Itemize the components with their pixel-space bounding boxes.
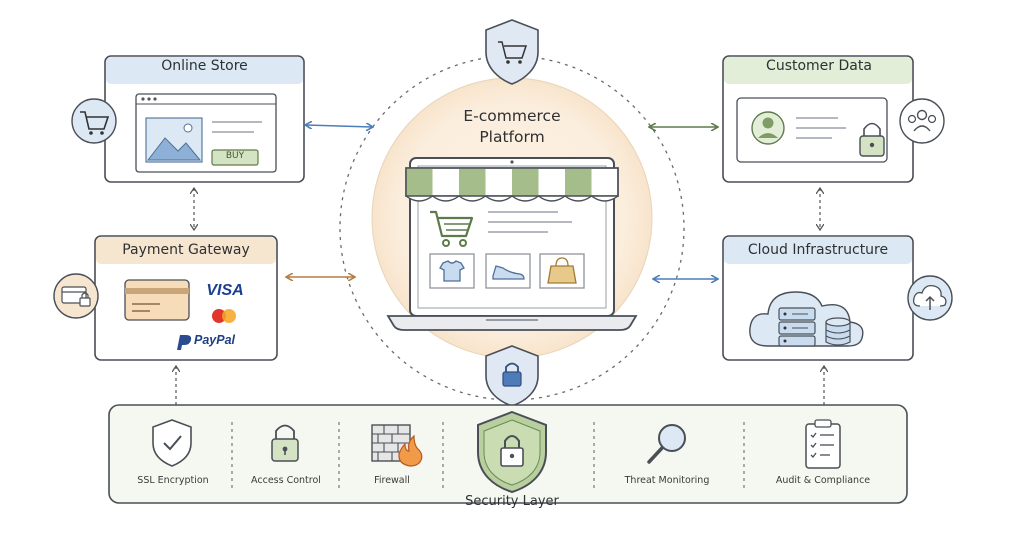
secure-payment-badge-icon bbox=[53, 273, 99, 319]
cloud-infrastructure-title: Cloud Infrastructure bbox=[747, 242, 889, 258]
product-card-shoe bbox=[485, 253, 531, 289]
clipboard-checklist-icon bbox=[805, 419, 841, 469]
audit-compliance-label: Audit & Compliance bbox=[775, 475, 871, 486]
access-control-label: Access Control bbox=[251, 475, 321, 486]
online-store-card bbox=[104, 55, 305, 183]
customer-data-title: Customer Data bbox=[766, 58, 872, 74]
buy-button-label[interactable]: BUY bbox=[225, 151, 245, 161]
payment-gateway-title: Payment Gateway bbox=[122, 242, 250, 258]
ssl-encryption-label: SSL Encryption bbox=[137, 475, 209, 486]
online-store-title: Online Store bbox=[161, 58, 248, 74]
firewall-icon bbox=[371, 424, 423, 467]
paypal-icon bbox=[177, 335, 192, 350]
payment-gateway-card bbox=[94, 235, 278, 361]
ssl-shield-icon bbox=[152, 419, 192, 467]
product-card-tshirt bbox=[429, 253, 475, 289]
paypal-logo: PayPal bbox=[194, 333, 236, 347]
visa-logo: VISA bbox=[206, 282, 244, 299]
mastercard-icon bbox=[212, 309, 236, 323]
security-layer-title: Security Layer bbox=[465, 494, 559, 509]
awning bbox=[405, 167, 619, 202]
server-icon bbox=[778, 307, 816, 347]
database-icon bbox=[825, 317, 851, 346]
padlock-icon bbox=[859, 122, 885, 157]
platform-title: E-commerce Platform bbox=[463, 107, 561, 146]
product-card-bag bbox=[539, 253, 585, 289]
cart-icon bbox=[430, 210, 474, 247]
cloud-upload-badge-icon bbox=[907, 275, 953, 321]
magnifier-icon bbox=[647, 424, 686, 464]
connector-online-store bbox=[306, 125, 372, 127]
cloud-infrastructure-card bbox=[722, 235, 914, 361]
security-shield-icon bbox=[477, 410, 547, 494]
threat-monitoring-label: Threat Monitoring bbox=[624, 475, 710, 486]
users-group-badge-icon bbox=[899, 98, 945, 144]
lock-shield-icon bbox=[485, 345, 539, 407]
cart-shield-icon bbox=[485, 19, 539, 85]
product-text-lines bbox=[488, 211, 572, 233]
customer-data-card bbox=[722, 55, 914, 183]
buy-button[interactable] bbox=[211, 149, 259, 166]
shopping-cart-badge-icon bbox=[71, 98, 117, 144]
credit-card-icon bbox=[124, 279, 190, 321]
access-lock-icon bbox=[271, 424, 299, 462]
firewall-label: Firewall bbox=[374, 475, 410, 486]
